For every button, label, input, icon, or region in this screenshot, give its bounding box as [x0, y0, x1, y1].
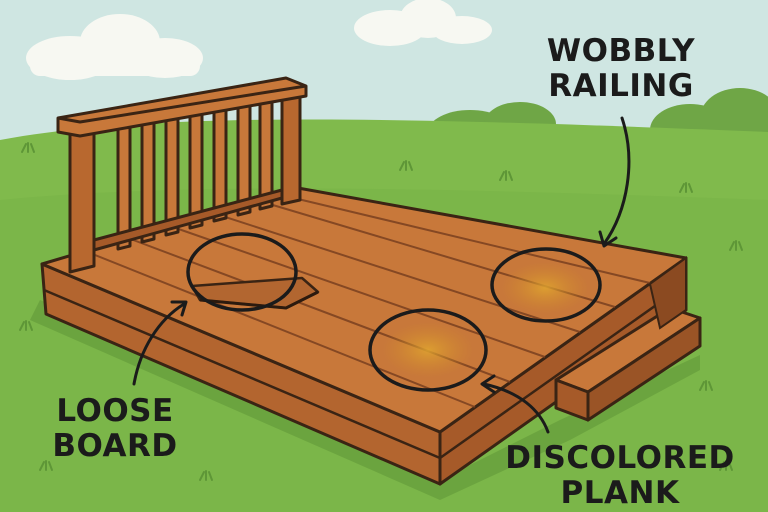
wobbly-railing-label-line2: RAILING — [548, 67, 694, 104]
railing — [56, 76, 308, 274]
stain-right — [501, 262, 589, 314]
railing-post-left — [68, 114, 96, 274]
loose-board-circle — [186, 232, 298, 312]
cloud-right — [354, 0, 492, 46]
wobbly-railing-label-line1: WOBBLY — [546, 33, 696, 69]
railing-issue-circle — [490, 247, 602, 323]
discolored-plank-label: DISCOLORED PLANK — [500, 441, 740, 510]
annotation-arrows — [132, 116, 631, 434]
deck-shadow — [30, 300, 700, 500]
discolored-plank-label-line1: DISCOLORED — [505, 440, 735, 476]
railing-arrowhead — [598, 230, 618, 248]
deck-front-face-line — [43, 288, 441, 460]
loose-board-label-line1: LOOSE — [56, 393, 174, 429]
loose-board-label-line2: BOARD — [52, 427, 178, 464]
discolored-arrowhead — [480, 374, 496, 394]
cloud-left — [26, 14, 203, 80]
loose-board-arrow — [132, 302, 186, 386]
discolored-arrow — [482, 382, 550, 434]
railing-arrow — [602, 116, 631, 246]
railing-post-right — [280, 86, 302, 206]
wobbly-railing-label: WOBBLY RAILING — [536, 34, 706, 103]
loose-board-label: LOOSE BOARD — [40, 394, 190, 463]
loose-board-arrowhead — [170, 300, 188, 317]
grass-tufts — [19, 142, 743, 481]
loose-board-gap — [199, 290, 319, 310]
discolored-plank-label-line2: PLANK — [560, 474, 680, 511]
deck-right-face-line — [439, 282, 687, 460]
step-side — [586, 316, 702, 422]
railing-bottom-rail — [92, 188, 284, 252]
discolored-plank-circle — [368, 308, 488, 392]
deck-under-step — [648, 256, 687, 330]
stain-center — [382, 322, 474, 378]
